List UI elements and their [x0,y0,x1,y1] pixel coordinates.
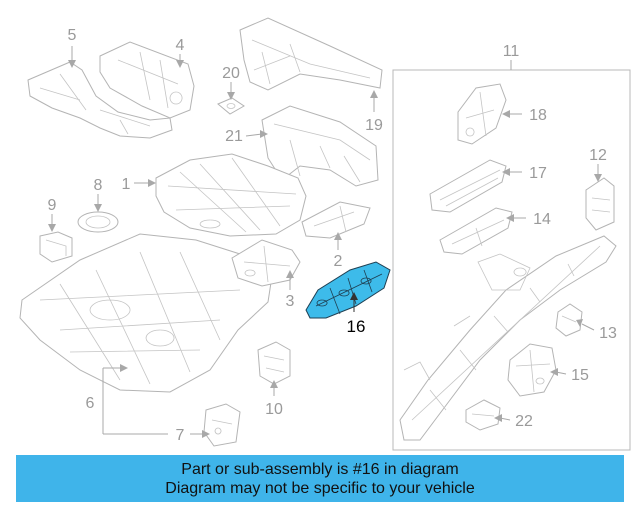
part-8-drawing [77,211,119,233]
part-20-drawing [217,97,245,115]
callout-11: 11 [503,43,520,60]
callout-20: 20 [222,65,240,82]
part-12-drawing [585,177,615,231]
banner-line-part: Part or sub-assembly is #16 in diagram [181,460,459,478]
callout-10: 10 [265,401,283,418]
callout-7: 7 [176,427,185,444]
callout-19: 19 [365,117,383,134]
part-14-drawing [439,207,513,255]
info-banner: Part or sub-assembly is #16 in diagram D… [16,455,624,502]
part-2-drawing [301,201,371,239]
callout-17: 17 [529,165,547,182]
callout-18: 18 [529,107,547,124]
part-7-drawing [203,403,241,447]
part-19-drawing [239,17,383,91]
parts-diagram: 5 4 20 19 21 1 8 9 2 3 16 10 6 7 11 18 1… [19,17,631,451]
part-3-drawing [231,239,301,287]
part-16-drawing [305,261,391,319]
banner-line-disclaimer: Diagram may not be specific to your vehi… [165,479,475,497]
callout-21: 21 [225,128,243,145]
callout-labels: 5 4 20 19 21 1 8 9 2 3 16 10 6 7 11 18 1… [48,27,617,444]
callout-1: 1 [122,176,131,193]
part-22-drawing [465,399,501,431]
callout-15: 15 [571,367,589,384]
part-11-drawing [399,235,617,441]
callout-12: 12 [589,147,607,164]
callout-13: 13 [599,325,617,342]
part-9-drawing [39,231,73,263]
part-10-drawing [257,341,291,385]
callout-3: 3 [286,293,295,310]
part-18-drawing [457,83,507,145]
part-6-drawing [19,233,273,393]
part-17-drawing [429,159,507,213]
callout-9: 9 [48,197,57,214]
callout-14: 14 [533,211,551,228]
part-13-drawing [555,303,583,337]
part-15-drawing [507,343,557,397]
callout-4: 4 [176,37,185,54]
callout-22: 22 [515,413,533,430]
callout-5: 5 [68,27,77,44]
callout-6: 6 [86,395,95,412]
callout-8: 8 [94,177,103,194]
callout-16: 16 [347,317,366,336]
part-5-drawing [27,61,173,139]
part-4-drawing [99,41,195,119]
part-1-drawing [155,153,307,237]
leader-lines [48,46,602,438]
callout-2: 2 [334,253,343,270]
